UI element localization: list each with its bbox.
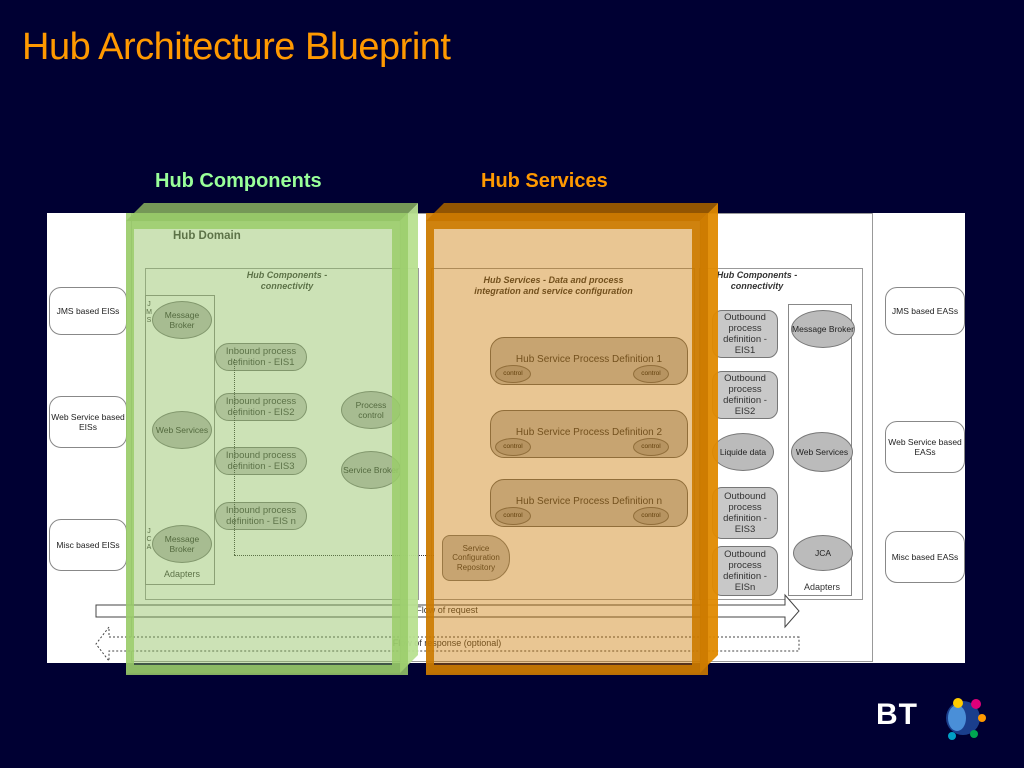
outbound-process: Outbound process definition - EIS1 bbox=[712, 310, 778, 358]
services-title: Hub Services - Data and process integrat… bbox=[474, 275, 633, 296]
outbound-process: Outbound process definition - EISn bbox=[712, 546, 778, 596]
bt-logo-text: BT bbox=[876, 698, 918, 731]
service-process-label: Hub Service Process Definition n bbox=[515, 496, 663, 507]
flow-request-label: Flow of request bbox=[416, 605, 478, 615]
request-arrow bbox=[95, 593, 800, 629]
right-adapters-label: Adapters bbox=[803, 582, 841, 592]
service-process: Hub Service Process Definition 1 control… bbox=[490, 337, 688, 385]
control-node: control bbox=[495, 507, 531, 525]
eis-box: Web Service based EISs bbox=[49, 396, 127, 448]
process-control: Process control bbox=[341, 391, 401, 429]
hub-services-overlay bbox=[426, 203, 718, 675]
architecture-diagram: Hub Domain Hub Components - connectivity… bbox=[47, 213, 965, 663]
response-arrow bbox=[95, 625, 800, 663]
service-process: Hub Service Process Definition 2 control… bbox=[490, 410, 688, 458]
eis-box: Misc based EISs bbox=[49, 519, 127, 571]
outbound-process: Outbound process definition - EIS3 bbox=[712, 487, 778, 539]
right-components-title: Hub Components - connectivity bbox=[716, 270, 798, 291]
eas-box: JMS based EASs bbox=[885, 287, 965, 335]
control-node: control bbox=[633, 507, 669, 525]
control-node: control bbox=[495, 365, 531, 383]
slide-title: Hub Architecture Blueprint bbox=[22, 26, 451, 68]
left-adapters-label: Adapters bbox=[163, 569, 201, 579]
left-message-broker-top: Message Broker bbox=[152, 301, 212, 339]
right-web-services: Web Services bbox=[791, 432, 853, 472]
control-node: control bbox=[633, 438, 669, 456]
eas-box: Web Service based EASs bbox=[885, 421, 965, 473]
control-node: control bbox=[495, 438, 531, 456]
left-web-services: Web Services bbox=[152, 411, 212, 449]
hub-domain-title: Hub Domain bbox=[173, 230, 241, 242]
left-message-broker-bottom: Message Broker bbox=[152, 525, 212, 563]
hub-components-label: Hub Components bbox=[155, 170, 322, 192]
dotted-connector bbox=[234, 359, 236, 555]
inbound-process: Inbound process definition - EIS3 bbox=[215, 447, 307, 475]
eas-box: Misc based EASs bbox=[885, 531, 965, 583]
bt-piper-logo-icon bbox=[946, 698, 986, 740]
hub-components-overlay bbox=[126, 203, 418, 675]
left-adapters-frame bbox=[145, 295, 215, 585]
left-components-title: Hub Components - connectivity bbox=[246, 270, 328, 291]
inbound-process: Inbound process definition - EIS1 bbox=[215, 343, 307, 371]
jca-tag: JCA bbox=[146, 528, 152, 551]
liquide-data: Liquide data bbox=[712, 433, 774, 471]
inbound-process: Inbound process definition - EIS n bbox=[215, 502, 307, 530]
control-node: control bbox=[633, 365, 669, 383]
bt-logo: BT bbox=[876, 690, 996, 746]
dotted-connector bbox=[234, 555, 434, 557]
inbound-process: Inbound process definition - EIS2 bbox=[215, 393, 307, 421]
service-process-label: Hub Service Process Definition 1 bbox=[515, 354, 663, 365]
right-jca: JCA bbox=[793, 535, 853, 571]
outbound-process: Outbound process definition - EIS2 bbox=[712, 371, 778, 419]
eis-box: JMS based EISs bbox=[49, 287, 127, 335]
hub-services-label: Hub Services bbox=[481, 170, 608, 192]
config-repository-label: Service Configuration Repository bbox=[452, 543, 500, 572]
service-process: Hub Service Process Definition n control… bbox=[490, 479, 688, 527]
flow-arrows bbox=[95, 593, 800, 663]
flow-response-label: Flow of response (optional) bbox=[392, 638, 502, 648]
jms-tag: JMS bbox=[146, 301, 152, 324]
config-repository: Service Configuration Repository bbox=[442, 535, 510, 581]
service-process-label: Hub Service Process Definition 2 bbox=[515, 427, 663, 438]
right-message-broker: Message Broker bbox=[791, 310, 855, 348]
